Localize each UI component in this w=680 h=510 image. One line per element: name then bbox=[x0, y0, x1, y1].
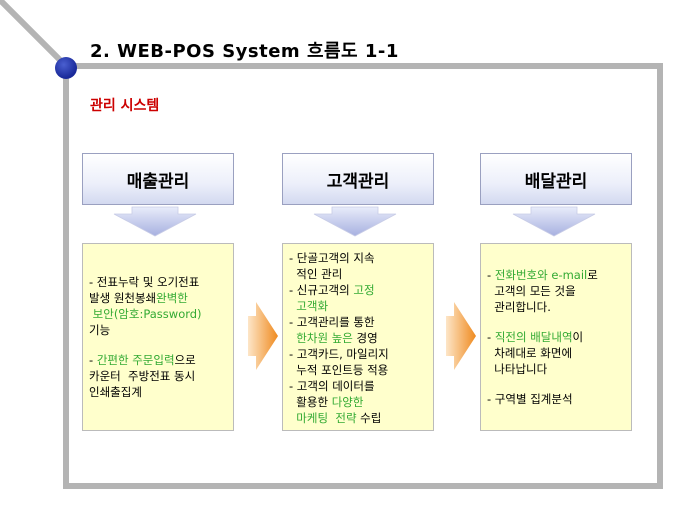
panel-line bbox=[89, 338, 227, 352]
panel-text: - 단골고객의 지속 적인 관리- 신규고객의 고정 고객화- 고객관리를 통한… bbox=[289, 250, 427, 426]
line-text: 인쇄출집계 bbox=[89, 385, 142, 399]
line-text: - 신규고객의 bbox=[289, 283, 354, 297]
line-text: 이 bbox=[572, 330, 584, 344]
line-text: 기능 bbox=[89, 323, 111, 337]
diagonal-line bbox=[0, 0, 69, 69]
panel-line: 보안(암호:Password) bbox=[89, 306, 227, 322]
panel-line: - 전표누락 및 오기전표 bbox=[89, 274, 227, 290]
panel-line: - 고객카드, 마일리지 bbox=[289, 346, 427, 362]
line-text: 로 bbox=[587, 268, 598, 282]
highlight-text: 고정 bbox=[353, 283, 375, 297]
header-label: 고객관리 bbox=[326, 171, 390, 192]
panel-line: - 신규고객의 고정 bbox=[289, 282, 427, 298]
line-text: - 전표누락 및 오기전표 bbox=[89, 275, 200, 289]
panel-line: 카운터 주방전표 동시 bbox=[89, 368, 227, 384]
line-text: 누적 포인트등 적용 bbox=[289, 363, 389, 377]
header-delivery-management: 배달관리 bbox=[480, 153, 632, 205]
panel-delivery-management: - 전화번호와 e-mail로 고객의 모든 것을 관리합니다. - 직전의 배달… bbox=[480, 243, 632, 431]
highlight-text: 한차원 높은 bbox=[289, 331, 353, 345]
panel-line: - 고객의 데이터를 bbox=[289, 378, 427, 394]
panel-line: - 구역별 집계분석 bbox=[487, 391, 625, 407]
line-text: 적인 관리 bbox=[289, 267, 343, 281]
page-title: 2. WEB-POS System 흐름도 1-1 bbox=[90, 41, 399, 62]
line-text: 으로 bbox=[174, 353, 196, 367]
highlight-text: 직전의 배달내역 bbox=[494, 330, 573, 344]
panel-line: 관리합니다. bbox=[487, 299, 625, 315]
panel-line: 마케팅 전략 수립 bbox=[289, 410, 427, 426]
line-text: - 고객카드, 마일리지 bbox=[289, 347, 389, 361]
line-text: - 단골고객의 지속 bbox=[289, 251, 375, 265]
down-arrows bbox=[104, 207, 182, 236]
header-sales-management: 매출관리 bbox=[82, 153, 234, 205]
line-text: 수립 bbox=[356, 411, 382, 425]
panel-line: - 전화번호와 e-mail로 bbox=[487, 267, 625, 283]
line-text: - 고객의 데이터를 bbox=[289, 379, 375, 393]
line-text: - 구역별 집계분석 bbox=[487, 392, 573, 406]
panel-line: 나타납니다 bbox=[487, 361, 625, 377]
line-text: - bbox=[487, 330, 495, 344]
panel-line: 고객화 bbox=[289, 298, 427, 314]
highlight-text: 보안(암호:Password) bbox=[89, 307, 202, 321]
line-text: 경영 bbox=[352, 331, 378, 345]
line-text: 차례대로 화면에 bbox=[487, 346, 573, 360]
line-text: - bbox=[487, 268, 495, 282]
panel-line bbox=[487, 315, 625, 329]
panel-text: - 전화번호와 e-mail로 고객의 모든 것을 관리합니다. - 직전의 배달… bbox=[487, 267, 625, 407]
panel-line bbox=[487, 377, 625, 391]
line-text: 활용한 bbox=[289, 395, 332, 409]
panel-line: - 고객관리를 통한 bbox=[289, 314, 427, 330]
panel-line: 적인 관리 bbox=[289, 266, 427, 282]
panel-line: 인쇄출집계 bbox=[89, 384, 227, 400]
panel-line: 활용한 다양한 bbox=[289, 394, 427, 410]
panel-line: - 직전의 배달내역이 bbox=[487, 329, 625, 345]
line-text: 고객의 모든 것을 bbox=[487, 284, 576, 298]
highlight-text: 간편한 주문입력 bbox=[96, 353, 175, 367]
panel-line: 발생 원천봉쇄완벽한 bbox=[89, 290, 227, 306]
line-text: - bbox=[89, 353, 97, 367]
header-label: 매출관리 bbox=[126, 171, 190, 192]
line-text: 관리합니다. bbox=[487, 300, 551, 314]
line-text: - 고객관리를 통한 bbox=[289, 315, 375, 329]
line-text: 발생 원천봉쇄 bbox=[89, 291, 157, 305]
accent-dot bbox=[55, 57, 77, 79]
panel-line: 고객의 모든 것을 bbox=[487, 283, 625, 299]
line-text: 카운터 주방전표 동시 bbox=[89, 369, 196, 383]
panel-line: 누적 포인트등 적용 bbox=[289, 362, 427, 378]
line-text: 나타납니다 bbox=[487, 362, 548, 376]
panel-customer-management: - 단골고객의 지속 적인 관리- 신규고객의 고정 고객화- 고객관리를 통한… bbox=[282, 243, 434, 431]
highlight-text: 완벽한 bbox=[156, 291, 188, 305]
panel-line: 한차원 높은 경영 bbox=[289, 330, 427, 346]
highlight-text: 다양한 bbox=[331, 395, 364, 409]
highlight-text: 고객화 bbox=[289, 299, 329, 313]
highlight-text: 전화번호와 e-mail bbox=[494, 268, 588, 282]
header-label: 배달관리 bbox=[524, 171, 588, 192]
panel-line: 차례대로 화면에 bbox=[487, 345, 625, 361]
panel-line: - 단골고객의 지속 bbox=[289, 250, 427, 266]
panel-line: 기능 bbox=[89, 322, 227, 338]
section-subtitle: 관리 시스템 bbox=[90, 98, 160, 114]
header-customer-management: 고객관리 bbox=[282, 153, 434, 205]
frame-border bbox=[63, 63, 663, 489]
panel-line: - 간편한 주문입력으로 bbox=[89, 352, 227, 368]
highlight-text: 마케팅 전략 bbox=[289, 411, 357, 425]
